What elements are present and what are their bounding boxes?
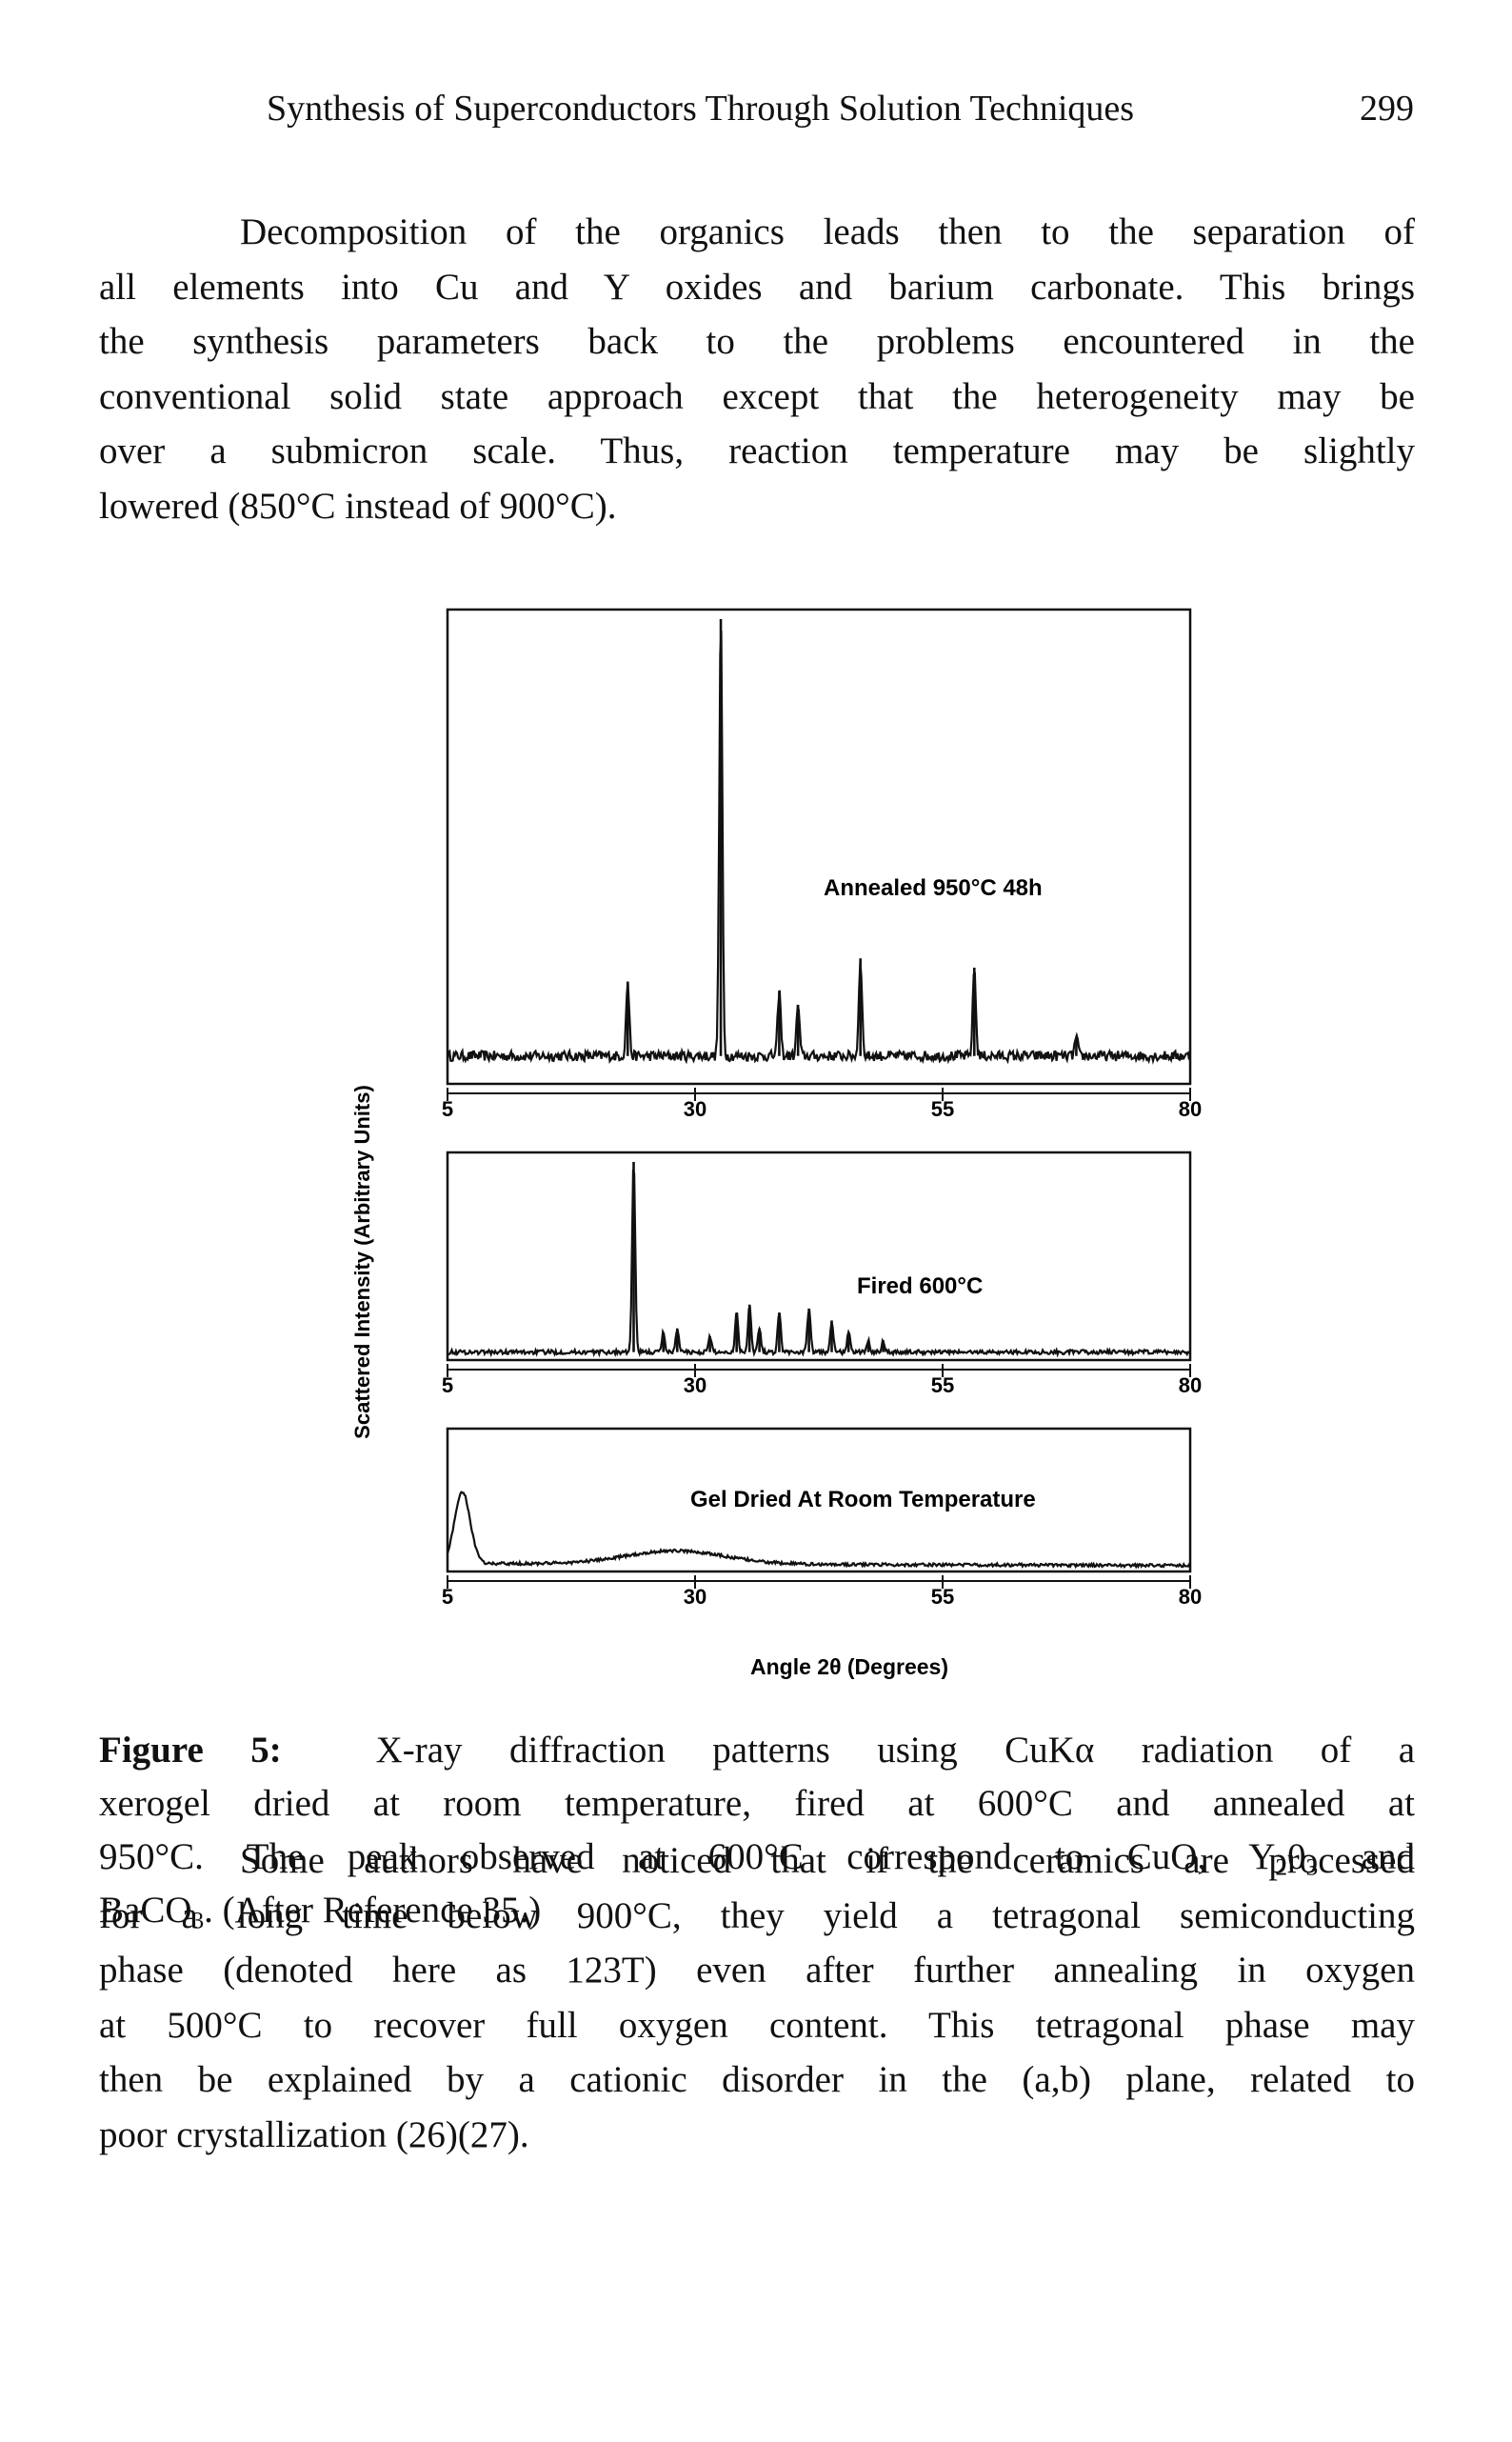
xrd-figure-svg: Scattered Intensity (Arbitrary Units) An… (350, 608, 1202, 1679)
paragraph-1-line: Decomposition of the organics leads then… (240, 211, 1415, 252)
running-title: Synthesis of Superconductors Through Sol… (267, 89, 1135, 129)
caption-text: 950°C. The peak observed at 600°C corres… (99, 1836, 1276, 1877)
caption-subscript: 3 (191, 1907, 205, 1934)
paragraph-2-line: phase (denoted here as 123T) even after … (99, 1950, 1415, 1991)
diffraction-pattern-line (446, 631, 1192, 1065)
caption-subscript: 2 (1275, 1853, 1288, 1881)
paragraph-1-line: over a submicron scale. Thus, reaction t… (99, 430, 1415, 471)
x-tick-label: 55 (931, 1585, 954, 1609)
paragraph-2-line: at 500°C to recover full oxygen content.… (99, 2004, 1415, 2046)
x-tick-label: 5 (442, 1097, 453, 1121)
paragraph-1-line: lowered (850°C instead of 900°C). (99, 485, 617, 527)
x-tick-label: 5 (442, 1373, 453, 1397)
caption-figure-label: Figure 5: (99, 1730, 282, 1771)
x-tick-label: 55 (931, 1097, 954, 1121)
x-tick-label: 30 (684, 1097, 706, 1121)
paragraph-2-line: for a long time below 900°C, they yield … (99, 1894, 1415, 1936)
caption-text: and (1318, 1836, 1415, 1877)
x-axis-label: Angle 2θ (Degrees) (750, 1654, 948, 1679)
caption-text: 0 (1287, 1836, 1306, 1877)
caption-text: . (After Reference 35.) (204, 1890, 542, 1931)
caption-text: BaCO (99, 1890, 192, 1931)
diffraction-pattern-line (446, 1491, 1191, 1570)
caption-line: xerogel dried at room temperature, fired… (99, 1783, 1415, 1824)
figure-caption: Figure 5: X-ray diffraction patterns usi… (99, 1724, 1415, 1937)
plot-frame (446, 1151, 1192, 1362)
x-tick-label: 55 (931, 1373, 954, 1397)
paragraph-1-line: conventional solid state approach except… (99, 375, 1415, 417)
running-header: Synthesis of Superconductors Through Sol… (267, 88, 1414, 135)
caption-line: 950°C. The peak observed at 600°C corres… (99, 1831, 1415, 1884)
panel-label: Annealed 950°C 48h (824, 875, 1043, 901)
xrd-figure: Scattered Intensity (Arbitrary Units) An… (324, 590, 1219, 1686)
caption-line: Figure 5: X-ray diffraction patterns usi… (99, 1724, 1415, 1777)
x-tick-label: 30 (684, 1373, 706, 1397)
paragraph-2-line: poor crystallization (26)(27). (99, 2113, 529, 2155)
panel-label: Gel Dried At Room Temperature (690, 1487, 1036, 1512)
plot-frame (446, 608, 1192, 1086)
paragraph-1-line: all elements into Cu and Y oxides and ba… (99, 266, 1415, 308)
caption-text: X-ray diffraction patterns using CuKα ra… (375, 1730, 1416, 1771)
x-tick-label: 80 (1179, 1097, 1202, 1121)
paragraph-2-line: then be explained by a cationic disorder… (99, 2059, 1415, 2100)
y-axis-label: Scattered Intensity (Arbitrary Units) (350, 1085, 374, 1439)
x-tick-label: 5 (442, 1585, 453, 1609)
caption-line: BaCO3. (After Reference 35.) (99, 1884, 1415, 1937)
caption-subscript: 3 (1305, 1853, 1319, 1881)
panel-label: Fired 600°C (857, 1273, 983, 1299)
plot-frame (446, 1427, 1192, 1573)
diffraction-pattern-line (447, 1169, 1191, 1358)
paragraph-2: Some authors have noticed that if the ce… (99, 1833, 1415, 2162)
paragraph-1: Decomposition of the organics leads then… (99, 205, 1415, 533)
x-tick-label: 80 (1179, 1585, 1202, 1609)
x-tick-label: 80 (1179, 1373, 1202, 1397)
paragraph-2-line: Some authors have noticed that if the ce… (240, 1840, 1415, 1881)
page-number: 299 (1360, 89, 1414, 129)
paragraph-1-line: the synthesis parameters back to the pro… (99, 321, 1415, 362)
x-tick-label: 30 (684, 1585, 706, 1609)
